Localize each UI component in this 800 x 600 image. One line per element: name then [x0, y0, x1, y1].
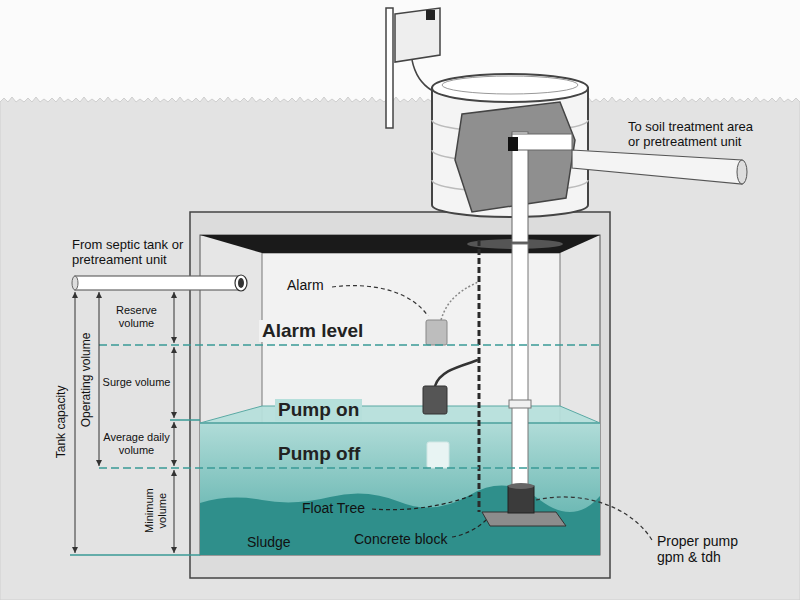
- volume-label: Average daily volume: [101, 431, 173, 456]
- volume-label: Reserve volume: [102, 304, 172, 329]
- riser-lid: [432, 74, 588, 102]
- inlet-note: From septic tank or pretreament unit: [72, 238, 186, 268]
- float-tree: [478, 240, 481, 512]
- riser-lid: [442, 76, 578, 94]
- part-label: Concrete block: [354, 531, 447, 547]
- pipe-fitting: [508, 137, 518, 151]
- outlet-note: To soil treatment area or pretreatment u…: [628, 120, 763, 150]
- discharge-pipe: [512, 244, 528, 490]
- outlet-pipe: [572, 150, 742, 184]
- pump-off-float: [427, 442, 449, 468]
- wastewater: [200, 423, 600, 555]
- alarm-panel: [395, 8, 440, 62]
- inlet-pipe-mouth: [235, 275, 247, 291]
- alarm-level-line: [99, 344, 600, 346]
- dimension-line: [174, 470, 175, 553]
- concrete-block: [482, 512, 566, 526]
- tank-interior: [200, 235, 600, 555]
- dimension-line: [99, 292, 100, 466]
- alarm-light: [426, 10, 435, 20]
- pump-on-float: [423, 386, 447, 414]
- alarm-label: Alarm: [287, 277, 324, 293]
- level-label: Alarm level: [259, 320, 366, 342]
- leader-line: [536, 497, 652, 540]
- float-cord: [441, 282, 478, 320]
- riser: [432, 88, 588, 217]
- pump-on-tick: [170, 419, 200, 421]
- pipe-elbow: [512, 134, 572, 150]
- dimension-line: [174, 347, 175, 418]
- pump: [508, 486, 534, 513]
- pump-on-level: [200, 422, 600, 424]
- dimension-line: [75, 292, 76, 553]
- pump-note: Proper pump gpm & tdh: [657, 533, 752, 565]
- bottom-tick: [70, 554, 200, 556]
- part-label: Float Tree: [302, 500, 365, 516]
- alarm-post: [386, 8, 393, 128]
- inlet-pipe-end: [72, 276, 78, 290]
- dimension-line: [174, 422, 175, 466]
- ground: [0, 97, 800, 600]
- pump: [508, 483, 534, 489]
- leader-line: [452, 520, 486, 537]
- leader-line: [332, 286, 428, 316]
- dimension-label: Operating volume: [80, 333, 94, 428]
- float-cord: [435, 360, 478, 386]
- leader-line: [372, 494, 475, 510]
- volume-label: Surge volume: [102, 376, 172, 389]
- level-label: Pump off: [278, 443, 360, 465]
- sludge-layer: [200, 486, 600, 555]
- inlet-pipe: [75, 276, 240, 290]
- pipe-union: [509, 400, 531, 408]
- alarm-float: [426, 320, 447, 345]
- level-label: Pump on: [275, 399, 362, 421]
- dimension-label: Tank capacity: [55, 386, 69, 459]
- grass-line: [0, 97, 800, 600]
- outlet-pipe-end: [737, 160, 747, 184]
- sky: [0, 0, 800, 102]
- water-surface: [200, 406, 600, 423]
- dimension-line: [174, 292, 175, 343]
- tank-wall: [190, 212, 610, 578]
- part-label: Sludge: [247, 534, 291, 550]
- tank-ceiling: [200, 235, 600, 253]
- pump-off-line: [99, 467, 600, 469]
- dimension-label: Minimum volume: [143, 485, 168, 537]
- inlet-pipe-mouth: [238, 278, 244, 288]
